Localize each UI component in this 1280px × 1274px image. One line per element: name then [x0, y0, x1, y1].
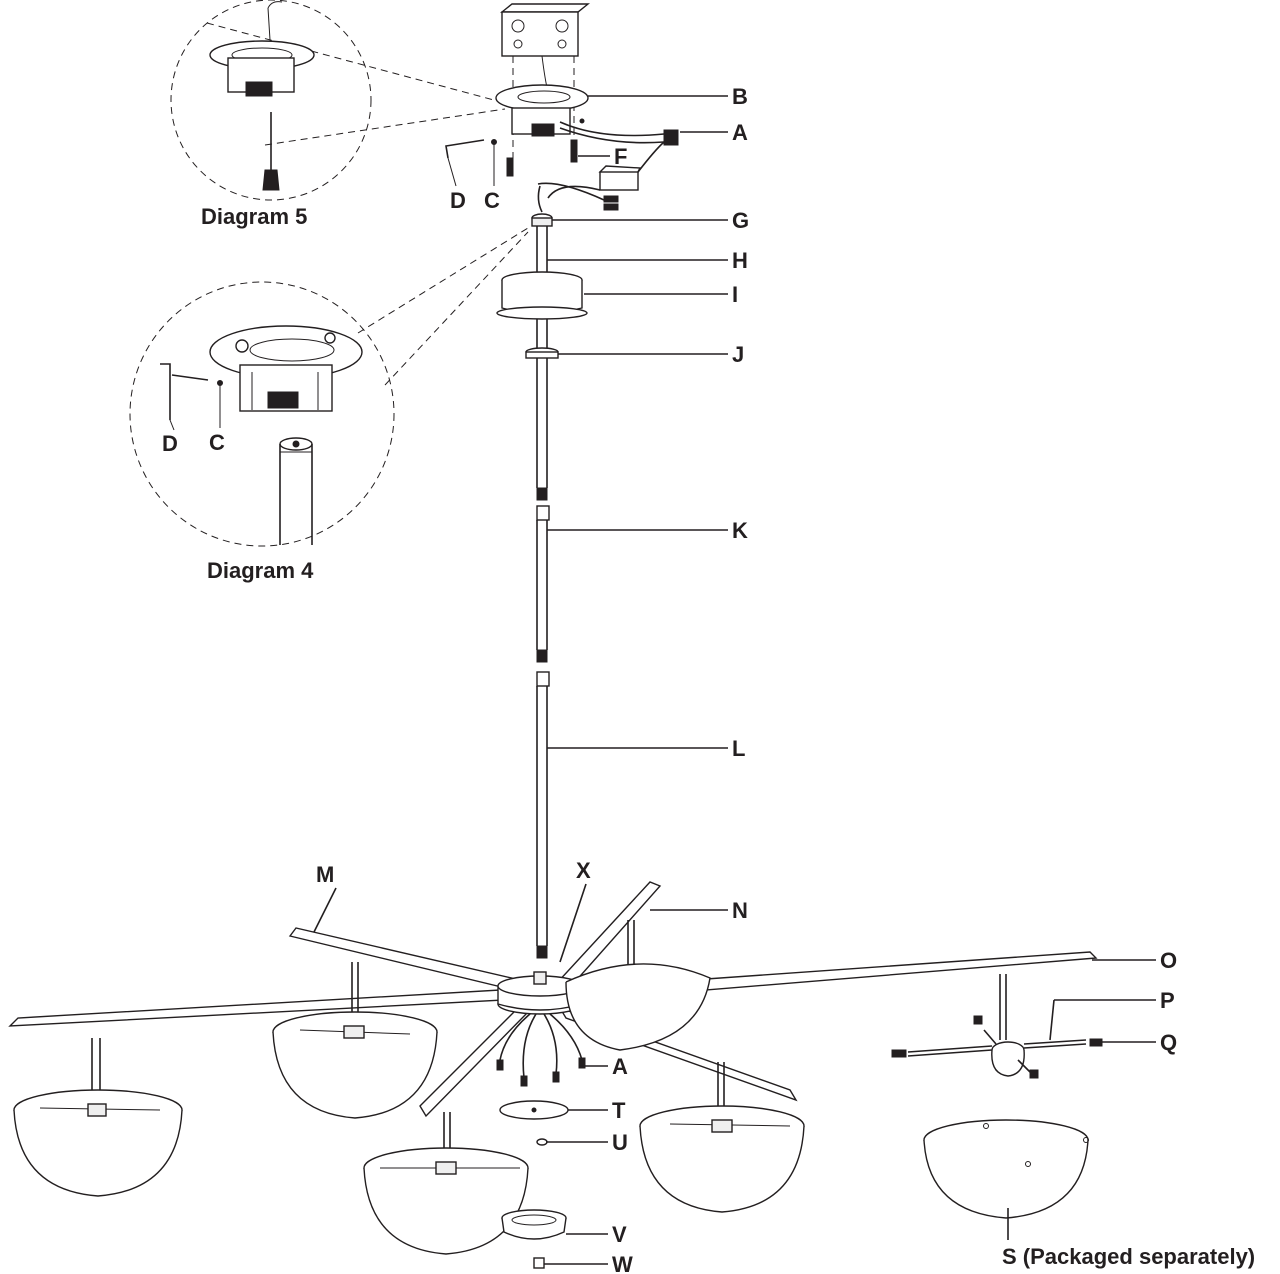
label-a-bottom: A: [612, 1054, 628, 1079]
part-labels: B A F D C G H I J K L M X N O P Q A T U …: [316, 84, 1255, 1274]
label-f: F: [614, 144, 627, 169]
diagram-5-caption: Diagram 5: [201, 204, 307, 229]
label-i: I: [732, 282, 738, 307]
label-v: V: [612, 1222, 627, 1247]
label-u: U: [612, 1130, 628, 1155]
label-g: G: [732, 208, 749, 233]
junction-box: [500, 3, 590, 160]
label-d: D: [450, 188, 466, 213]
label-q: Q: [1160, 1030, 1177, 1055]
diagram-5-inset: Diagram 5: [170, 0, 506, 229]
diagram-4-label-d: D: [162, 431, 178, 456]
label-l: L: [732, 736, 745, 761]
label-j: J: [732, 342, 744, 367]
label-o: O: [1160, 948, 1177, 973]
leader-lines: [313, 95, 1156, 1265]
label-b: B: [732, 84, 748, 109]
label-n: N: [732, 898, 748, 923]
label-c: C: [484, 188, 500, 213]
label-t: T: [612, 1098, 626, 1123]
downrod-assembly: [496, 213, 588, 959]
label-m: M: [316, 862, 334, 887]
label-k: K: [732, 518, 748, 543]
diagram-4-label-c: C: [209, 430, 225, 455]
label-h: H: [732, 248, 748, 273]
label-x: X: [576, 858, 591, 883]
shades: [13, 920, 1103, 1255]
diagram-4-inset: D C Diagram 4: [129, 227, 529, 583]
label-w: W: [612, 1252, 633, 1274]
label-s: S (Packaged separately): [1002, 1244, 1255, 1269]
mounting-bracket: [445, 84, 679, 213]
label-a-top: A: [732, 120, 748, 145]
label-p: P: [1160, 988, 1175, 1013]
diagram-4-caption: Diagram 4: [207, 558, 314, 583]
arms: [8, 881, 1098, 1118]
finial-parts: [499, 1100, 569, 1269]
